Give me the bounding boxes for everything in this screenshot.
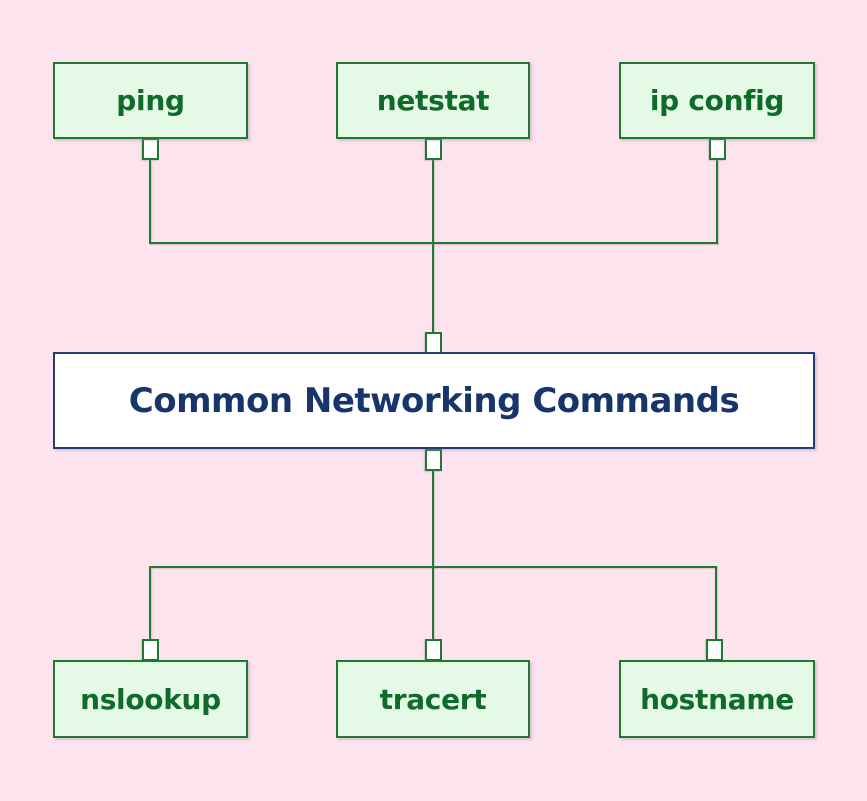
node-ping-label: ping [116,84,185,117]
node-ping[interactable]: ping [53,62,248,139]
node-hostname-label: hostname [640,682,794,716]
node-ipconfig[interactable]: ip config [619,62,815,139]
node-nslookup-label: nslookup [80,682,221,716]
port-hostname-top [706,639,723,661]
port-central-top [425,332,442,354]
port-ping-bottom [142,138,159,160]
diagram-title: Common Networking Commands [128,380,740,421]
node-tracert[interactable]: tracert [336,660,530,738]
node-netstat-label: netstat [376,84,490,117]
node-tracert-label: tracert [379,682,487,716]
port-ipconfig-bottom [709,138,726,160]
node-hostname[interactable]: hostname [619,660,815,738]
edge-bus-to-nslookup [149,566,151,640]
port-nslookup-top [142,639,159,661]
edge-bus-to-hostname [715,566,717,640]
port-tracert-top [425,639,442,661]
edge-ipconfig-to-bus [716,160,718,244]
node-nslookup[interactable]: nslookup [53,660,248,738]
port-central-bottom [425,449,442,471]
node-ipconfig-label: ip config [649,84,785,117]
edge-netstat-to-central [432,160,434,333]
edge-bus-to-tracert [432,566,434,640]
edge-ping-to-bus [149,160,151,244]
edge-top-bus [149,242,718,244]
edge-central-to-bus [432,471,434,568]
node-netstat[interactable]: netstat [336,62,530,139]
node-central-title[interactable]: Common Networking Commands [53,352,815,449]
port-netstat-bottom [425,138,442,160]
